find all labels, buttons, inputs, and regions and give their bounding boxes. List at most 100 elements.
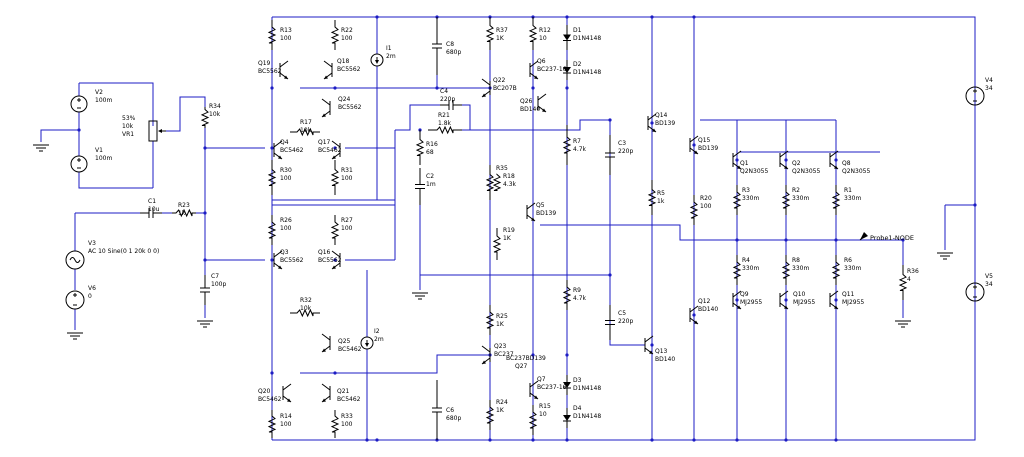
component-value-r18: 4.3k: [503, 181, 517, 188]
part-q23[interactable]: [481, 345, 491, 365]
part-r21[interactable]: [428, 125, 462, 135]
part-q10[interactable]: [779, 290, 789, 310]
component-label-q6: Q6: [537, 58, 546, 65]
part-q16[interactable]: [331, 250, 341, 270]
part-r36[interactable]: [898, 265, 908, 300]
part-v4[interactable]: [965, 86, 985, 106]
part-r35[interactable]: [485, 165, 495, 200]
part-r20[interactable]: [689, 195, 699, 225]
part-r6[interactable]: [831, 255, 841, 285]
component-value-r25: 1K: [496, 321, 505, 328]
probe-icon[interactable]: [859, 232, 868, 241]
part-r8[interactable]: [781, 255, 791, 285]
part-q13[interactable]: [644, 335, 654, 355]
part-q19[interactable]: [279, 60, 289, 80]
part-q17[interactable]: [331, 140, 341, 160]
component-label-q26: Q26: [520, 98, 533, 105]
part-c8[interactable]: [432, 17, 442, 75]
part-q24[interactable]: [321, 98, 331, 118]
component-label-r22: R22: [341, 27, 353, 34]
part-q25[interactable]: [321, 333, 331, 353]
part-d3[interactable]: [563, 375, 571, 395]
part-r15[interactable]: [528, 405, 538, 435]
part-r23[interactable]: [172, 208, 196, 218]
part-q5[interactable]: [526, 202, 536, 222]
part-c1[interactable]: [140, 208, 162, 218]
part-q15[interactable]: [689, 135, 699, 155]
component-label-c7: C7: [211, 273, 219, 280]
part-q14[interactable]: [647, 113, 657, 133]
part-c3[interactable]: [605, 135, 615, 175]
part-r31[interactable]: [330, 160, 340, 195]
part-r33[interactable]: [330, 410, 340, 438]
part-r4[interactable]: [732, 255, 742, 285]
part-r24[interactable]: [485, 400, 495, 430]
part-i2[interactable]: [360, 336, 374, 350]
part-q26[interactable]: [537, 93, 547, 113]
part-r27[interactable]: [330, 215, 340, 245]
component-value-v3: AC 10 Sine(0 1 20k 0 0): [88, 248, 159, 255]
part-r16[interactable]: [415, 130, 425, 165]
part-q12[interactable]: [689, 305, 699, 325]
part-v1[interactable]: [70, 155, 88, 173]
part-q6[interactable]: [529, 60, 539, 80]
part-d4[interactable]: [563, 408, 571, 428]
component-value-r21: 1.8k: [438, 120, 452, 127]
part-r5[interactable]: [647, 180, 657, 215]
part-q8[interactable]: [829, 150, 839, 170]
part-i1[interactable]: [370, 53, 384, 67]
component-value-vr1: 10k: [122, 123, 134, 130]
part-q1[interactable]: [732, 150, 742, 170]
part-r3[interactable]: [732, 185, 742, 215]
part-q18[interactable]: [323, 60, 333, 80]
component-value-q14: BD139: [655, 120, 675, 127]
part-q3[interactable]: [273, 250, 283, 270]
part-r7[interactable]: [562, 125, 572, 165]
part-q4[interactable]: [273, 140, 283, 160]
component-value-q15: BD139: [698, 145, 718, 152]
component-value-r4: 330m: [742, 265, 759, 272]
part-c2[interactable]: [415, 168, 425, 205]
part-v2[interactable]: [70, 95, 88, 113]
part-v3[interactable]: [65, 250, 85, 270]
part-d2[interactable]: [563, 60, 571, 80]
part-r14[interactable]: [267, 410, 277, 438]
component-label-r1: R1: [844, 187, 852, 194]
part-r26[interactable]: [267, 215, 277, 245]
junction-dot: [834, 438, 838, 442]
component-value-r36: 4: [907, 276, 911, 283]
part-r18[interactable]: [492, 173, 502, 192]
part-q21[interactable]: [321, 383, 331, 403]
part-d1[interactable]: [563, 25, 571, 50]
part-r22[interactable]: [330, 20, 340, 50]
part-r13[interactable]: [267, 20, 277, 50]
part-q7[interactable]: [529, 380, 539, 400]
part-r2[interactable]: [781, 185, 791, 215]
part-r37[interactable]: [485, 17, 495, 50]
part-r30[interactable]: [267, 160, 277, 195]
part-r34[interactable]: [200, 107, 210, 128]
part-c6[interactable]: [432, 380, 442, 440]
component-value-r19: 1K: [503, 235, 512, 242]
part-r12[interactable]: [528, 17, 538, 50]
part-c5[interactable]: [605, 305, 615, 340]
part-r1[interactable]: [831, 185, 841, 215]
part-r25[interactable]: [485, 305, 495, 335]
part-q9[interactable]: [732, 290, 742, 310]
part-c4[interactable]: [440, 100, 462, 110]
part-c7[interactable]: [200, 275, 210, 305]
part-r32[interactable]: [290, 308, 320, 318]
part-vr1[interactable]: [148, 120, 166, 142]
part-v5[interactable]: [965, 282, 985, 302]
part-q20[interactable]: [282, 383, 292, 403]
part-r19[interactable]: [492, 228, 502, 260]
part-v6[interactable]: [65, 290, 85, 310]
wire: [78, 172, 153, 189]
part-q22[interactable]: [481, 78, 491, 98]
part-r17[interactable]: [290, 127, 320, 137]
part-q2[interactable]: [779, 150, 789, 170]
part-q11[interactable]: [829, 290, 839, 310]
component-label-r26: R26: [280, 217, 292, 224]
part-r9[interactable]: [562, 280, 572, 310]
component-label-q10: Q10: [793, 291, 806, 298]
